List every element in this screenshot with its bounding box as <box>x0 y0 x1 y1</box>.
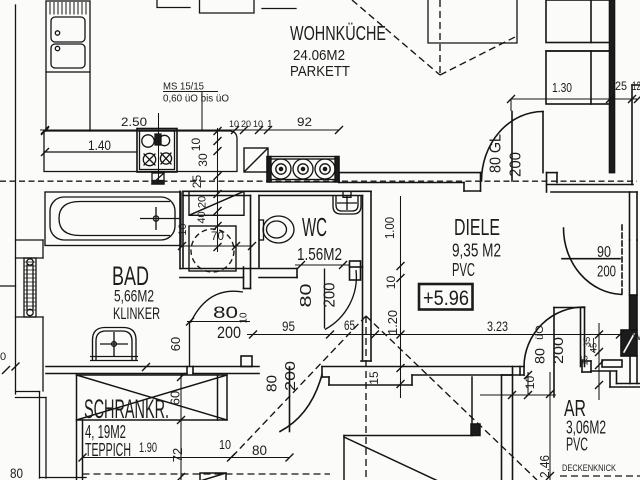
svg-text:PVC: PVC <box>566 435 588 455</box>
svg-text:0,60 üO bis üO: 0,60 üO bis üO <box>163 93 229 105</box>
svg-text:4, 19M2: 4, 19M2 <box>85 421 126 442</box>
svg-text:200: 200 <box>508 152 525 177</box>
svg-text:1.20: 1.20 <box>385 310 400 335</box>
svg-text:35: 35 <box>582 337 593 348</box>
svg-text:MS 15/15: MS 15/15 <box>163 81 204 93</box>
svg-text:15: 15 <box>367 371 381 385</box>
svg-text:80 GL: 80 GL <box>488 134 505 173</box>
svg-text:200: 200 <box>217 323 241 342</box>
svg-text:72: 72 <box>170 448 185 462</box>
svg-text:SCHRANKR.: SCHRANKR. <box>84 394 169 424</box>
svg-text:60: 60 <box>168 391 183 405</box>
svg-text:20: 20 <box>241 119 251 129</box>
svg-text:10: 10 <box>189 138 203 152</box>
svg-text:92: 92 <box>297 117 312 129</box>
svg-text:üO: üO <box>534 325 546 340</box>
svg-text:+5.96: +5.96 <box>423 286 469 310</box>
svg-text:1.90: 1.90 <box>139 440 157 455</box>
svg-text:25: 25 <box>190 175 204 189</box>
svg-text:WOHNKÜCHE: WOHNKÜCHE <box>290 23 386 45</box>
svg-text:0: 0 <box>0 351 6 363</box>
svg-text:80: 80 <box>252 443 267 458</box>
svg-text:10: 10 <box>523 376 537 390</box>
svg-text:PARKETT: PARKETT <box>290 63 350 80</box>
svg-text:10: 10 <box>384 276 398 290</box>
svg-text:1.00: 1.00 <box>382 217 397 239</box>
svg-text:200: 200 <box>282 361 299 391</box>
svg-text:TEPPICH: TEPPICH <box>85 439 131 460</box>
svg-text:60: 60 <box>168 337 183 351</box>
svg-text:10: 10 <box>253 119 263 129</box>
svg-text:80: 80 <box>532 348 548 364</box>
svg-text:10: 10 <box>239 312 250 324</box>
svg-text:80: 80 <box>213 303 238 322</box>
svg-text:9,35 M2: 9,35 M2 <box>452 240 501 261</box>
svg-text:10: 10 <box>219 437 231 452</box>
svg-text:1.30: 1.30 <box>552 80 572 95</box>
svg-text:65: 65 <box>344 318 355 333</box>
svg-text:10: 10 <box>177 223 189 235</box>
svg-text:25: 25 <box>615 79 627 93</box>
svg-text:45: 45 <box>589 343 600 354</box>
svg-text:200: 200 <box>550 337 566 364</box>
svg-text:10: 10 <box>229 119 239 129</box>
svg-text:20: 20 <box>197 196 209 208</box>
svg-text:DECKENKNICK: DECKENKNICK <box>562 463 617 474</box>
svg-text:DIELE: DIELE <box>454 214 500 240</box>
svg-text:90: 90 <box>597 244 611 261</box>
svg-text:24.06M2: 24.06M2 <box>293 47 345 64</box>
svg-text:30: 30 <box>196 153 210 167</box>
svg-text:12: 12 <box>632 79 640 93</box>
svg-text:KLINKER: KLINKER <box>113 305 160 323</box>
svg-text:W: W <box>633 332 640 342</box>
svg-text:80: 80 <box>10 466 23 480</box>
svg-text:WC: WC <box>302 212 327 242</box>
svg-text:3,06M2: 3,06M2 <box>566 417 606 438</box>
svg-text:2.50: 2.50 <box>121 115 147 129</box>
svg-text:2.46: 2.46 <box>538 455 552 478</box>
svg-text:PVC: PVC <box>452 259 475 280</box>
svg-text:80: 80 <box>298 283 315 307</box>
svg-text:80: 80 <box>264 375 281 392</box>
svg-text:95: 95 <box>282 319 295 334</box>
svg-text:BAD: BAD <box>112 261 149 291</box>
svg-text:200: 200 <box>322 282 339 307</box>
svg-text:3.23: 3.23 <box>487 319 508 334</box>
svg-text:15: 15 <box>580 355 591 366</box>
svg-text:5,66M2: 5,66M2 <box>114 288 154 306</box>
svg-text:AR: AR <box>564 395 586 421</box>
svg-text:70: 70 <box>211 229 224 243</box>
svg-text:40: 40 <box>196 211 208 223</box>
svg-text:1.40: 1.40 <box>88 138 111 153</box>
svg-text:1: 1 <box>267 119 273 130</box>
svg-text:1.56M2: 1.56M2 <box>297 244 342 264</box>
svg-text:200: 200 <box>597 264 616 281</box>
